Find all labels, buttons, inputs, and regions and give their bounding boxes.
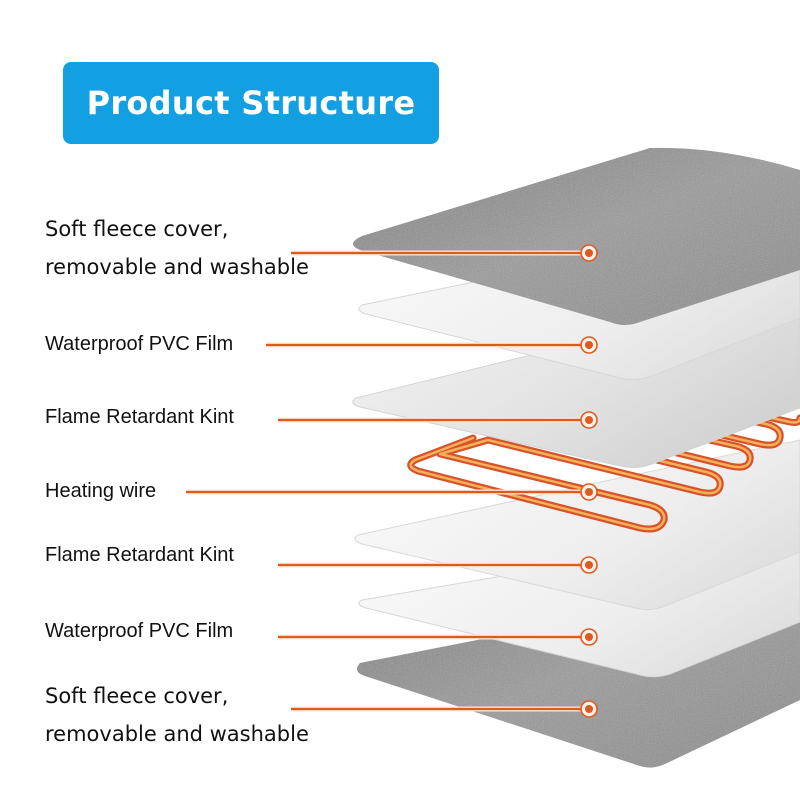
target-dot-icon <box>585 249 593 257</box>
label-bottom-fleece: Soft fleece cover, removable and washabl… <box>45 677 309 753</box>
top-fleece-layer <box>352 147 800 325</box>
label-line: Soft fleece cover, <box>45 684 229 708</box>
target-dot-icon <box>585 633 593 641</box>
connector-5 <box>278 628 598 646</box>
connector-6 <box>291 700 598 718</box>
label-upper-flame-retardant: Flame Retardant Kint <box>45 406 234 428</box>
connector-0 <box>291 244 598 262</box>
connector-2 <box>278 411 598 429</box>
label-top-fleece: Soft fleece cover, removable and washabl… <box>45 210 309 286</box>
label-lower-pvc-film: Waterproof PVC Film <box>45 620 234 642</box>
connector-4 <box>278 556 598 574</box>
connector-3 <box>186 483 598 501</box>
label-line: removable and washable <box>45 722 309 746</box>
label-line: removable and washable <box>45 255 309 279</box>
label-heating-wire: Heating wire <box>45 480 157 502</box>
target-dot-icon <box>585 416 593 424</box>
target-dot-icon <box>585 488 593 496</box>
label-line: Soft fleece cover, <box>45 217 229 241</box>
title-banner: Product Structure <box>63 62 439 144</box>
target-dot-icon <box>585 341 593 349</box>
target-dot-icon <box>585 561 593 569</box>
page-title: Product Structure <box>86 84 416 122</box>
label-lower-flame-retardant: Flame Retardant Kint <box>45 544 234 566</box>
connector-1 <box>266 336 598 354</box>
label-upper-pvc-film: Waterproof PVC Film <box>45 333 234 355</box>
target-dot-icon <box>585 705 593 713</box>
